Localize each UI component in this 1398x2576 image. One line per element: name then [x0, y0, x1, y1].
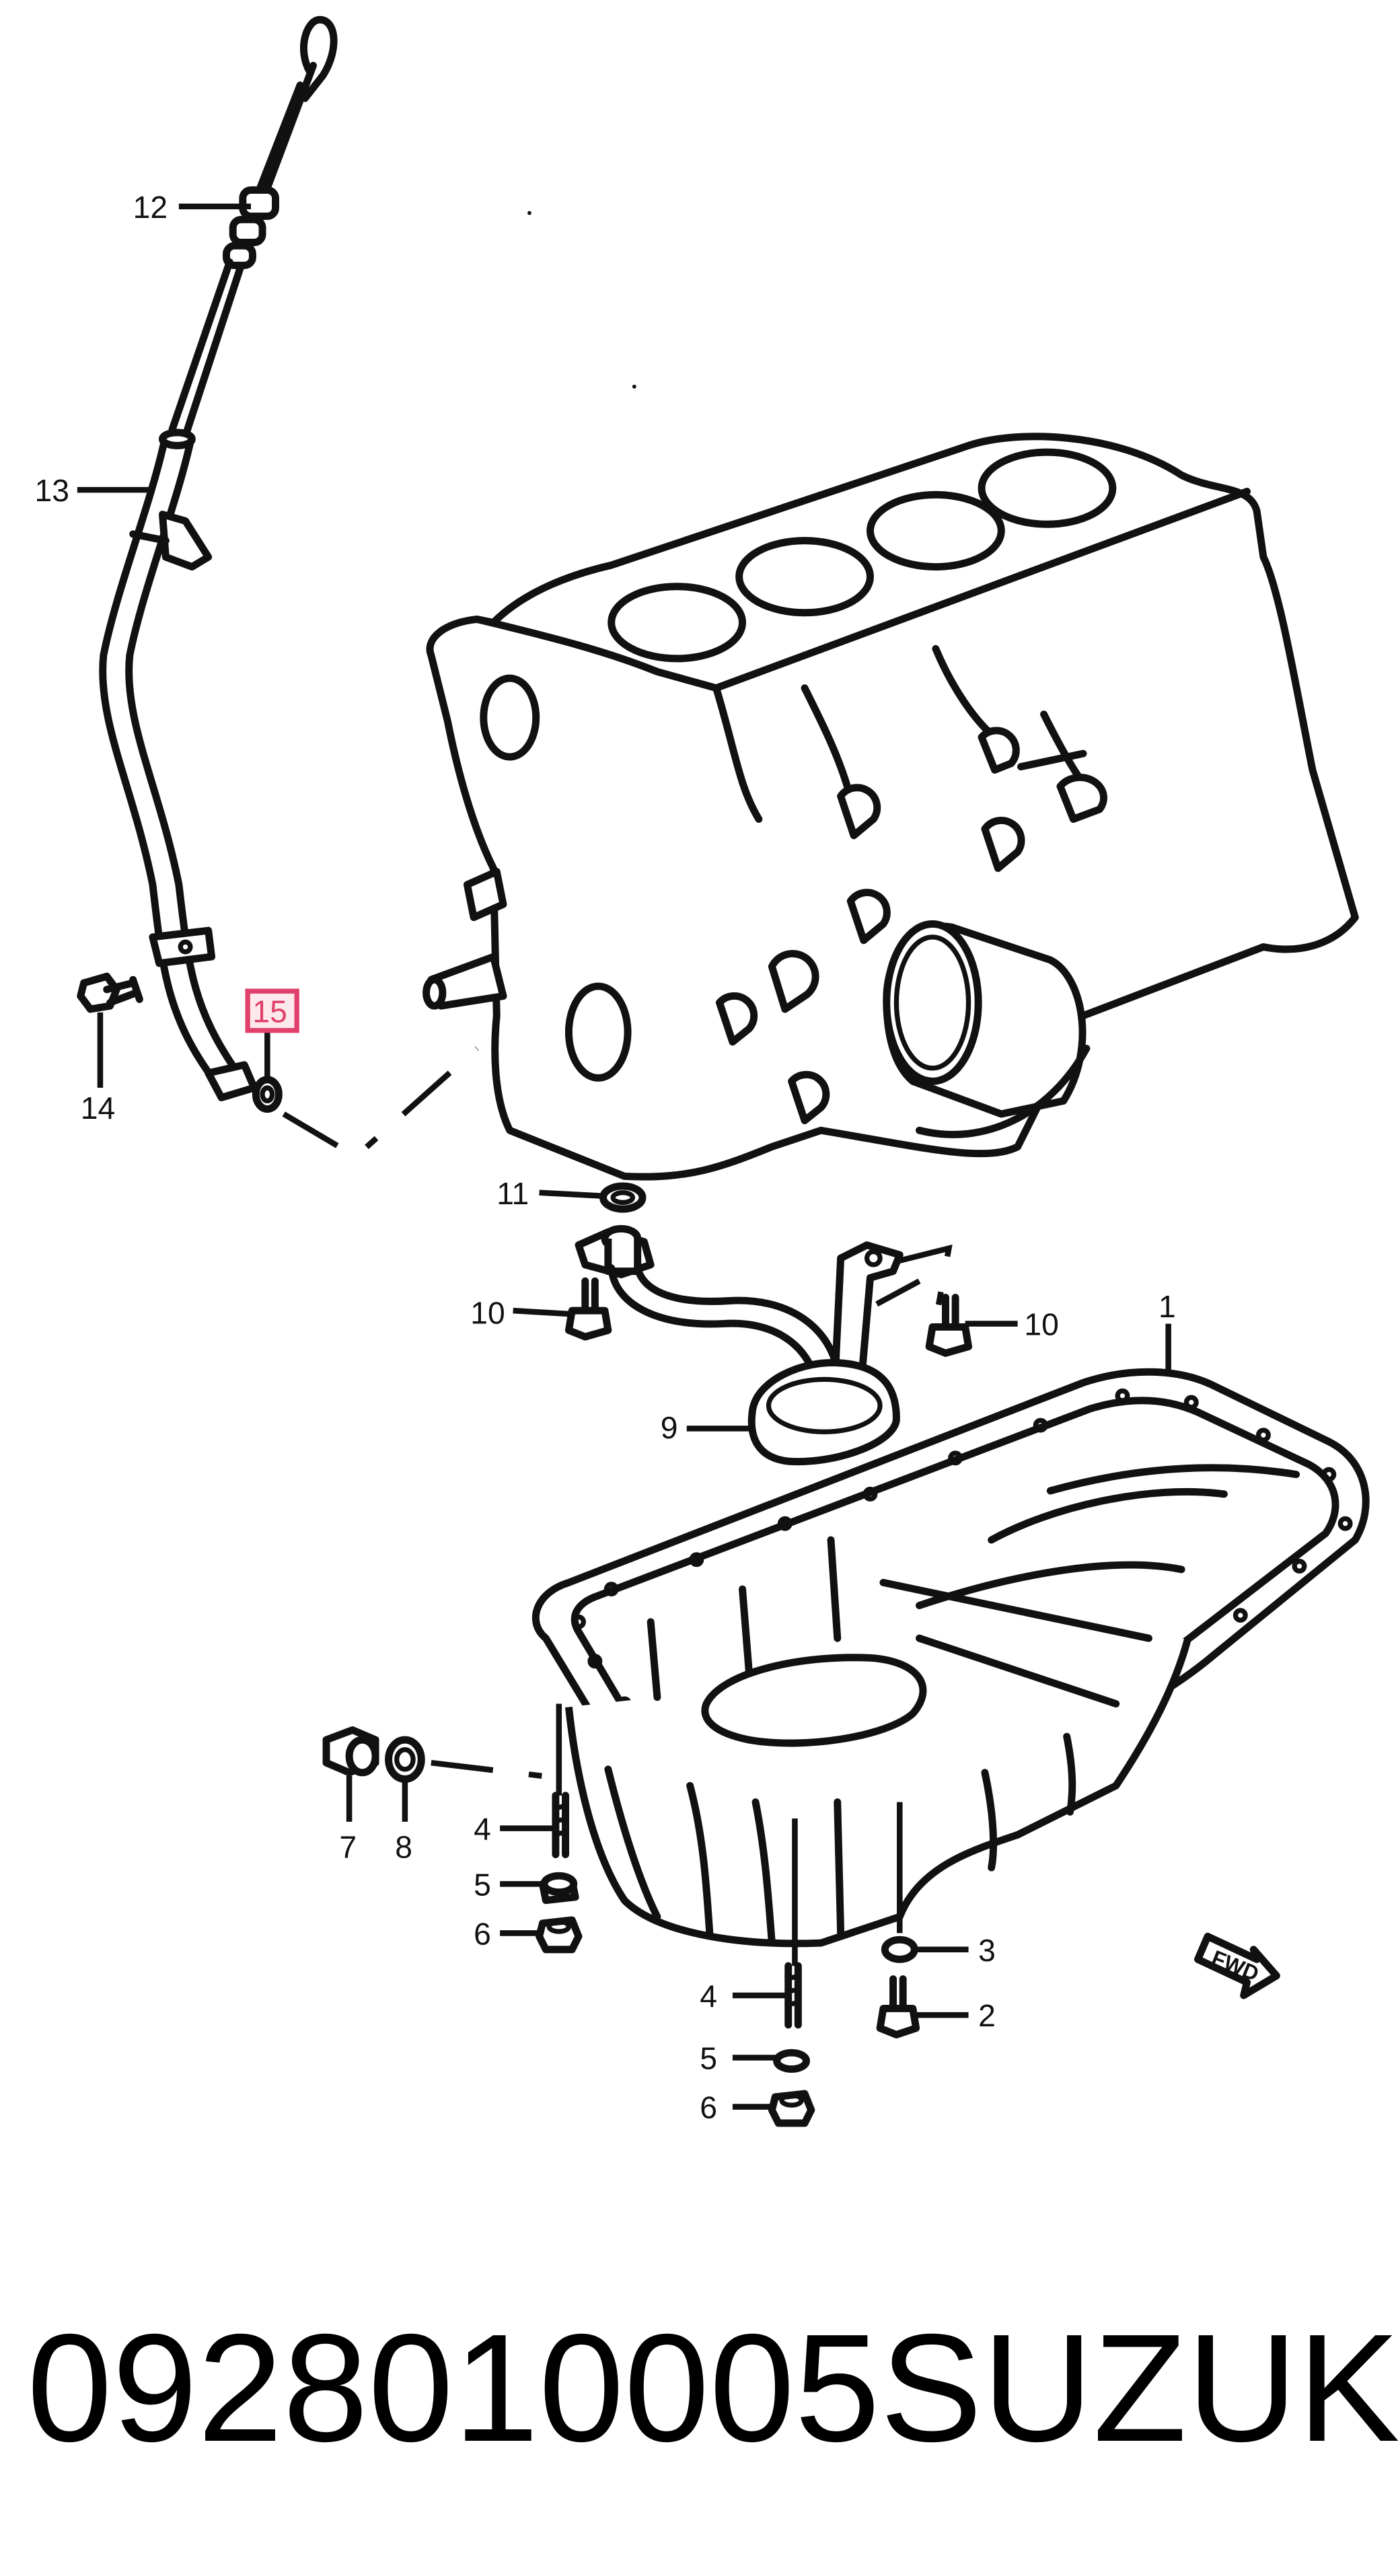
exploded-parts-diagram: FWD 12 13 14 15 11 10 [35, 15, 1370, 2127]
dipstick-assembly [99, 15, 338, 1102]
callout-10-left: 10 [470, 1296, 505, 1331]
bolt-10-left [564, 1277, 612, 1341]
bolt-10-right [925, 1294, 973, 1357]
bolt-2 [876, 1975, 920, 2038]
callout-10-right: 10 [1024, 1307, 1058, 1342]
bolt-14 [77, 972, 143, 1013]
callout-5-bottom: 5 [700, 2041, 717, 2076]
callout-7: 7 [339, 1829, 357, 1864]
callout-12: 12 [133, 190, 168, 225]
nut-6-bottom [768, 2090, 815, 2127]
callout-6-left: 6 [474, 1916, 491, 1951]
oil-strainer-9 [575, 1224, 953, 1466]
callout-1: 1 [1158, 1289, 1176, 1324]
callout-8: 8 [395, 1829, 412, 1864]
nut-6-left [536, 1916, 583, 1954]
washer-5-left [538, 1872, 579, 1905]
washer-5-bottom [773, 2049, 810, 2073]
callout-13: 13 [35, 473, 69, 508]
callout-labels: 12 13 14 15 11 10 10 1 9 7 8 4 5 6 4 5 6… [35, 190, 1176, 2125]
callout-4-bottom: 4 [700, 1979, 717, 2014]
callout-9: 9 [661, 1410, 678, 1445]
brand-name: SUZUKI [880, 2303, 1398, 2474]
callout-15-highlighted: 15 [245, 988, 299, 1033]
callout-11: 11 [496, 1176, 529, 1211]
callout-14: 14 [81, 1091, 115, 1126]
callout-4-left: 4 [474, 1812, 491, 1847]
scan-dot [527, 211, 531, 215]
callout-3: 3 [978, 1933, 996, 1968]
oil-pan-1 [531, 1368, 1370, 1948]
drain-plug-7 [322, 1726, 379, 1777]
part-caption: 0928010005 SUZUKI [0, 2287, 1398, 2489]
gasket-11 [599, 1182, 647, 1213]
gasket-8 [385, 1736, 569, 1783]
o-ring-15 [252, 1046, 479, 1161]
stud-4-left [552, 1792, 570, 1859]
leader-lines [77, 203, 1171, 2110]
callout-6-bottom: 6 [700, 2090, 717, 2125]
callout-5-left: 5 [474, 1867, 491, 1902]
scan-dot [632, 384, 636, 389]
fwd-arrow-icon: FWD [1194, 1932, 1280, 1999]
part-number: 0928010005 [27, 2303, 881, 2474]
callout-15: 15 [252, 994, 287, 1029]
engine-block [422, 433, 1359, 1181]
washer-3 [881, 1936, 918, 1963]
callout-2: 2 [978, 1998, 996, 2033]
